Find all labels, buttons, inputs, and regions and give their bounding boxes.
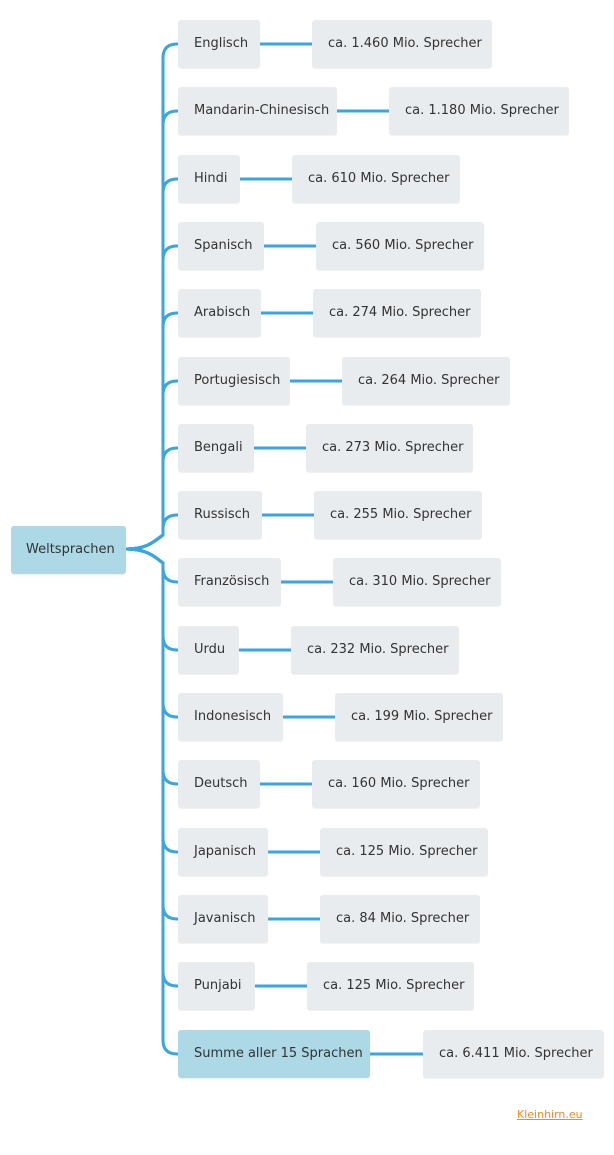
speakers-node[interactable]: ca. 274 Mio. Sprecher xyxy=(313,289,481,337)
branch-line xyxy=(124,547,180,988)
summary-node[interactable]: Summe aller 15 Sprachen xyxy=(178,1030,370,1078)
branch-line xyxy=(124,547,180,652)
speakers-node[interactable]: ca. 199 Mio. Sprecher xyxy=(335,693,503,741)
branch-line xyxy=(124,311,180,551)
language-node[interactable]: Urdu xyxy=(178,626,239,674)
speakers-node[interactable]: ca. 264 Mio. Sprecher xyxy=(342,357,510,405)
branch-line xyxy=(124,547,180,1056)
branch-line xyxy=(124,177,180,551)
root-node[interactable]: Weltsprachen xyxy=(11,526,126,574)
language-node[interactable]: Deutsch xyxy=(178,760,260,808)
branch-line xyxy=(124,446,180,551)
speakers-node[interactable]: ca. 1.460 Mio. Sprecher xyxy=(312,20,492,68)
branch-line xyxy=(124,244,180,551)
language-node[interactable]: Russisch xyxy=(178,491,262,539)
language-node[interactable]: Französisch xyxy=(178,558,281,606)
language-node[interactable]: Bengali xyxy=(178,424,254,472)
language-node[interactable]: Mandarin-Chinesisch xyxy=(178,87,337,135)
branch-line xyxy=(124,547,180,786)
summary-speakers-node[interactable]: ca. 6.411 Mio. Sprecher xyxy=(423,1030,604,1078)
speakers-node[interactable]: ca. 610 Mio. Sprecher xyxy=(292,155,460,203)
branch-line xyxy=(124,547,180,921)
language-node[interactable]: Arabisch xyxy=(178,289,261,337)
speakers-node[interactable]: ca. 255 Mio. Sprecher xyxy=(314,491,482,539)
speakers-node[interactable]: ca. 160 Mio. Sprecher xyxy=(312,760,480,808)
language-node[interactable]: Japanisch xyxy=(178,828,268,876)
branch-line xyxy=(124,547,180,719)
speakers-node[interactable]: ca. 232 Mio. Sprecher xyxy=(291,626,459,674)
branch-line xyxy=(124,109,180,551)
language-node[interactable]: Punjabi xyxy=(178,962,255,1010)
language-node[interactable]: Indonesisch xyxy=(178,693,283,741)
speakers-node[interactable]: ca. 125 Mio. Sprecher xyxy=(320,828,488,876)
language-node[interactable]: Hindi xyxy=(178,155,240,203)
watermark-link[interactable]: Kleinhirn.eu xyxy=(517,1108,583,1121)
branch-line xyxy=(124,547,180,854)
speakers-node[interactable]: ca. 560 Mio. Sprecher xyxy=(316,222,484,270)
speakers-node[interactable]: ca. 84 Mio. Sprecher xyxy=(320,895,480,943)
branch-line xyxy=(124,379,180,551)
speakers-node[interactable]: ca. 125 Mio. Sprecher xyxy=(307,962,474,1010)
branch-line xyxy=(124,513,180,551)
language-node[interactable]: Portugiesisch xyxy=(178,357,290,405)
speakers-node[interactable]: ca. 1.180 Mio. Sprecher xyxy=(389,87,569,135)
speakers-node[interactable]: ca. 310 Mio. Sprecher xyxy=(333,558,501,606)
language-node[interactable]: Javanisch xyxy=(178,895,268,943)
speakers-node[interactable]: ca. 273 Mio. Sprecher xyxy=(306,424,473,472)
language-node[interactable]: Spanisch xyxy=(178,222,264,270)
branch-line xyxy=(124,42,180,551)
language-node[interactable]: Englisch xyxy=(178,20,260,68)
